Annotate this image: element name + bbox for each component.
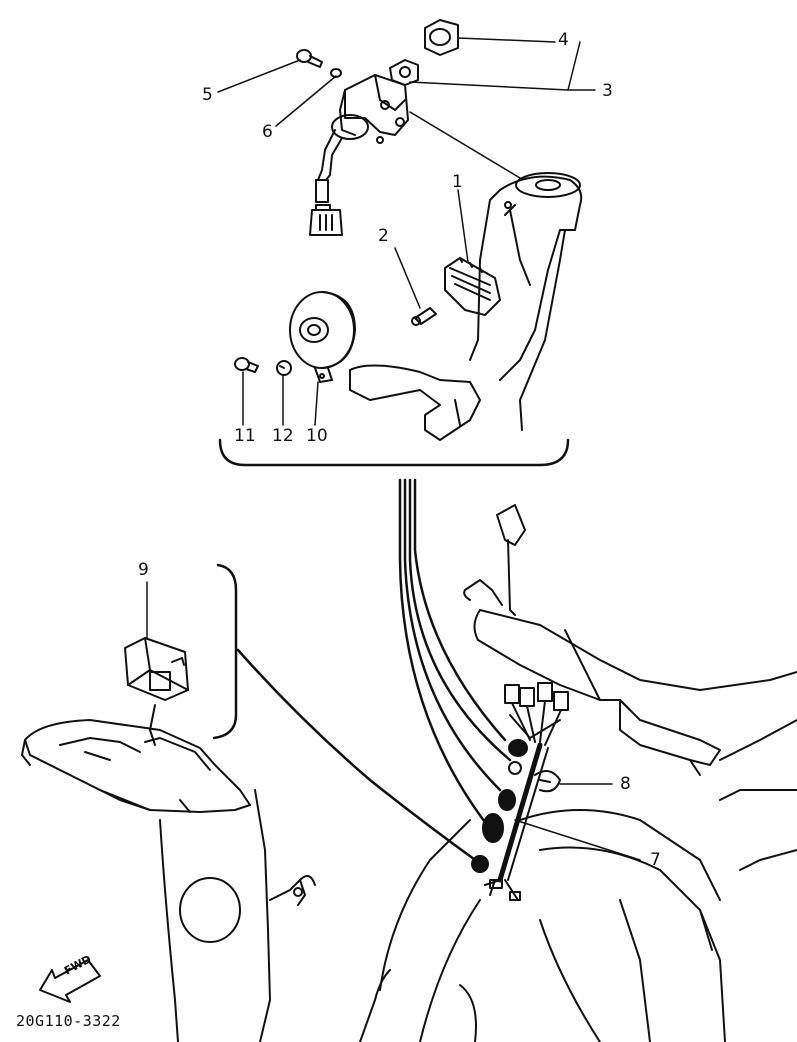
- callout-7: 7: [650, 850, 661, 870]
- rectifier-part-1: [444, 257, 501, 316]
- callout-9: 9: [138, 560, 149, 580]
- screw-part-5: [296, 49, 323, 68]
- lower-frame: [359, 809, 726, 1042]
- left-body-panel: [21, 704, 316, 1042]
- bolt-part-11: [234, 357, 259, 373]
- washer-part-6: [330, 68, 342, 78]
- horn-part-10: [289, 291, 356, 383]
- callout-10: 10: [306, 426, 328, 446]
- clamp-part-8: [534, 770, 561, 793]
- callout-2: 2: [378, 226, 389, 246]
- inset-bracket: [218, 438, 570, 467]
- relay-wire: [236, 648, 480, 864]
- bolt-part-2: [411, 307, 437, 326]
- callout-4: 4: [558, 30, 569, 50]
- diagram-code: 20G110-3322: [16, 1012, 121, 1030]
- main-switch-part-3: [309, 59, 419, 236]
- fwd-arrow: [39, 959, 101, 1003]
- wire-bundle: [398, 478, 512, 837]
- callout-11: 11: [234, 426, 256, 446]
- callout-12: 12: [272, 426, 294, 446]
- cap-part-4: [424, 19, 459, 56]
- callout-6: 6: [262, 122, 273, 142]
- handlebar-assembly: [463, 504, 797, 871]
- left-inset-bracket: [212, 563, 238, 740]
- leader-lines-top: [217, 37, 596, 426]
- callout-5: 5: [202, 85, 213, 105]
- callout-8: 8: [620, 774, 631, 794]
- callout-1: 1: [452, 172, 463, 192]
- frame-head-tube: [349, 172, 583, 441]
- relay-part-9: [124, 637, 189, 701]
- callout-3: 3: [602, 81, 613, 101]
- wire-harness-part-7: [471, 739, 549, 901]
- connector-cluster: [504, 682, 569, 746]
- washer-part-12: [276, 360, 292, 376]
